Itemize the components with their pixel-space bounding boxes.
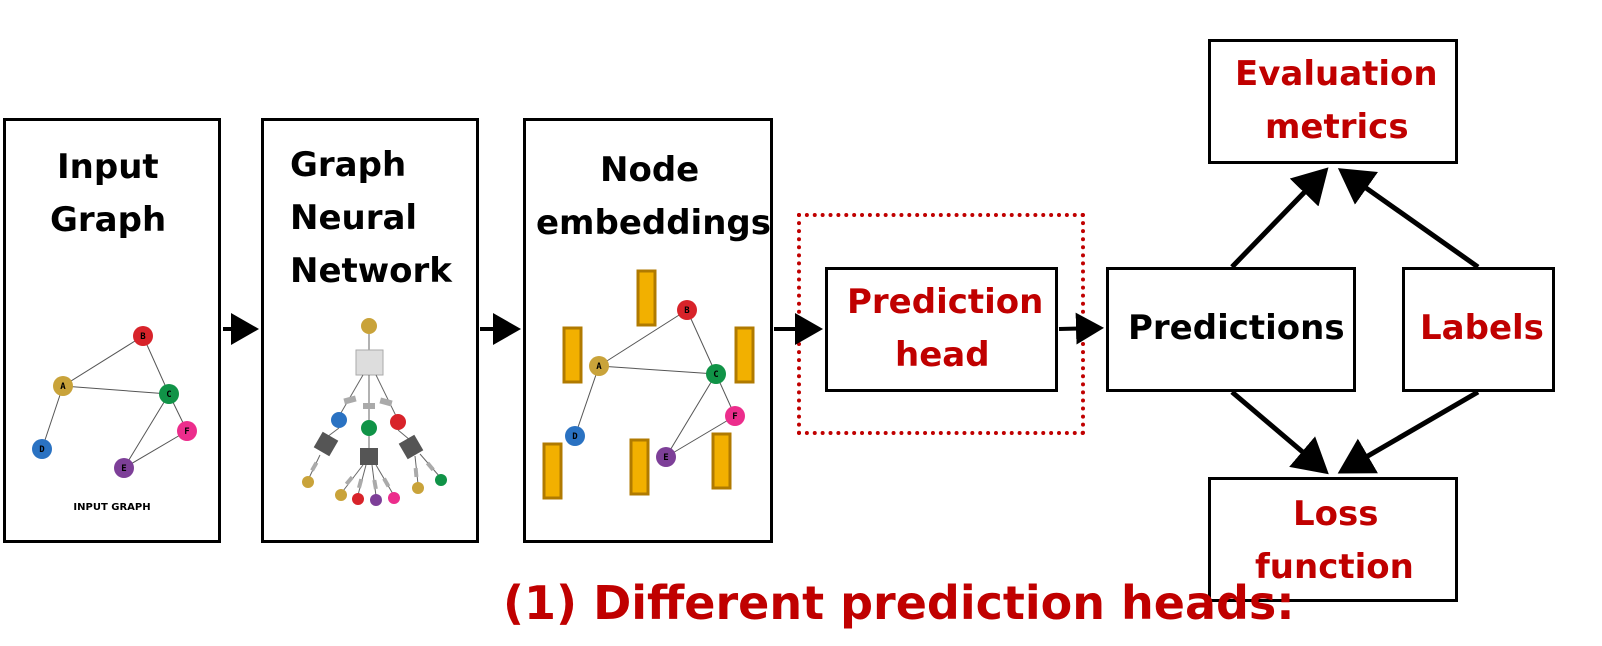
embedding-node-B (677, 300, 697, 320)
graph-node-label-F: F (184, 427, 189, 437)
embedding-vector (562, 326, 583, 384)
predictions-title: Predictions (1128, 308, 1345, 348)
embedding-node-label-E: E (663, 453, 668, 463)
input-graph-box (3, 118, 221, 543)
gnn-illustration (302, 318, 447, 506)
arrow-labels-to-loss (1337, 389, 1480, 474)
input-graph-caption: INPUT GRAPH (73, 502, 150, 513)
graph-node-label-E: E (121, 464, 126, 474)
embedding-node-F (725, 406, 745, 426)
evaluation-metrics-title-2: metrics (1265, 107, 1409, 147)
gnn-title-2: Neural (290, 198, 418, 238)
embedding-node-C (706, 364, 726, 384)
prediction-head-title-1: Prediction (847, 282, 1044, 322)
embedding-vector (711, 432, 732, 490)
prediction-head-box (825, 267, 1058, 392)
node-embeddings-title-2: embeddings (536, 203, 771, 243)
loss-function-title-2: function (1255, 547, 1414, 587)
node-embeddings-title-1: Node (600, 150, 700, 190)
predictions-box (1106, 267, 1356, 392)
graph-node-label-D: D (39, 445, 45, 455)
prediction-head-title-2: head (895, 335, 990, 375)
evaluation-metrics-title-1: Evaluation (1235, 54, 1438, 94)
graph-node-F (177, 421, 197, 441)
labels-title: Labels (1420, 308, 1544, 348)
graph-node-D (32, 439, 52, 459)
embedding-node-D (565, 426, 585, 446)
arrow-labels-to-metrics (1337, 168, 1480, 270)
caption: (1) Different prediction heads: (503, 576, 1295, 630)
embedding-node-E (656, 447, 676, 467)
embedding-vector (629, 438, 650, 496)
embedding-vector (636, 269, 657, 327)
embedding-node-label-A: A (596, 362, 602, 372)
input-graph-title-1: Input (57, 147, 159, 187)
embedding-node-label-B: B (684, 306, 690, 316)
node-embeddings-illustration: A B C D E F (542, 269, 755, 500)
graph-node-E (114, 458, 134, 478)
embedding-vector (542, 442, 563, 500)
gnn-title-1: Graph (290, 145, 407, 185)
embedding-node-label-D: D (572, 432, 578, 442)
graph-node-A (53, 376, 73, 396)
arrow-head-to-predictions (1058, 312, 1104, 345)
loss-function-box (1208, 477, 1458, 602)
evaluation-metrics-box (1208, 39, 1458, 164)
graph-node-label-C: C (166, 390, 171, 400)
graph-node-label-A: A (60, 382, 66, 392)
embedding-node-A (589, 356, 609, 376)
embedding-node-label-C: C (713, 370, 718, 380)
input-graph-illustration: A B C D E F INPUT GRAPH (32, 326, 197, 513)
graph-node-B (133, 326, 153, 346)
gnn-title-3: Network (290, 251, 452, 291)
arrow-predictions-to-metrics (1230, 167, 1329, 269)
input-graph-title-2: Graph (50, 200, 167, 240)
graph-node-label-B: B (140, 332, 146, 342)
graph-node-C (159, 384, 179, 404)
embedding-vector (734, 326, 755, 384)
embedding-node-label-F: F (732, 412, 737, 422)
arrow-predictions-to-loss (1230, 390, 1329, 475)
labels-box (1402, 267, 1555, 392)
loss-function-title-1: Loss (1293, 494, 1379, 534)
